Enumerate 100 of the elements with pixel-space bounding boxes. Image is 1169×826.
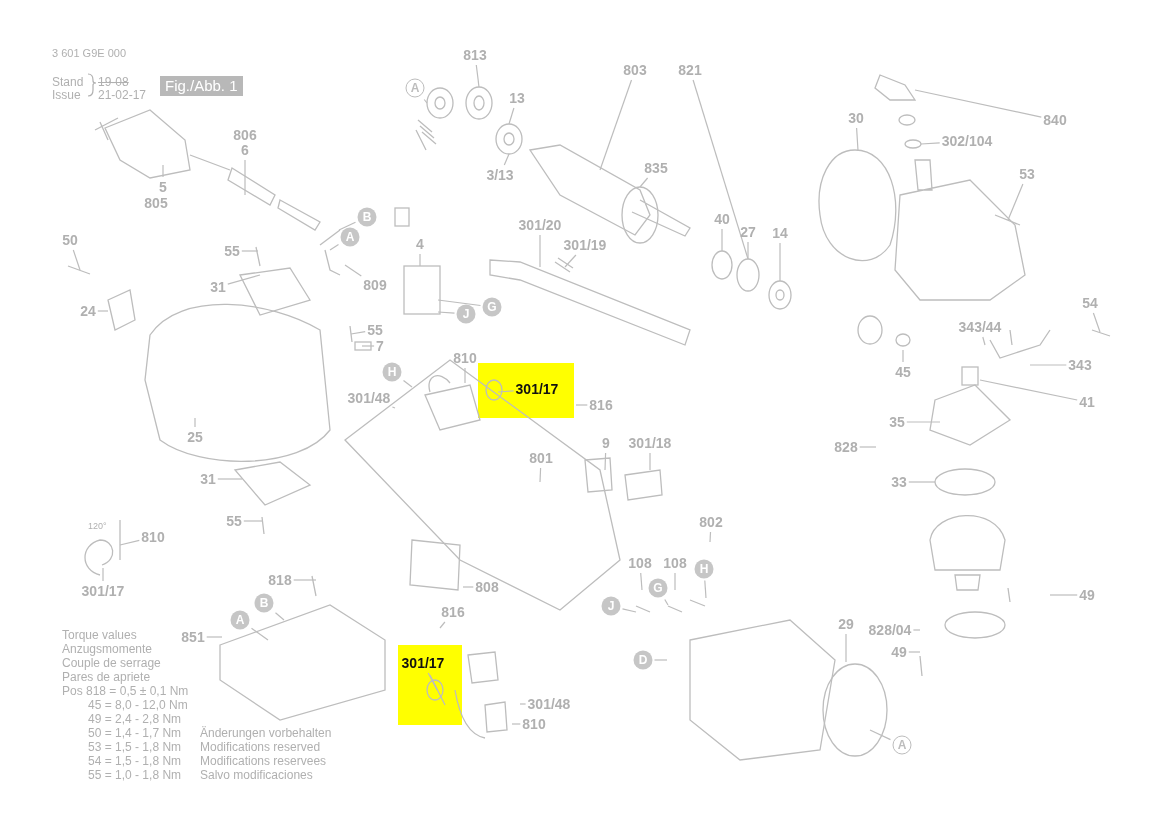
leader-line <box>241 250 259 252</box>
note-text: Torque values <box>62 628 137 642</box>
callout-number: 813 <box>463 47 487 63</box>
leader-line <box>274 612 285 621</box>
callout-number: 45 <box>895 364 911 380</box>
leader-line <box>912 629 921 631</box>
leader-line <box>102 567 104 582</box>
leader-line <box>908 481 936 483</box>
leader-line <box>437 299 482 307</box>
leader-line <box>402 380 413 388</box>
leader-line <box>1029 364 1067 366</box>
callout-number: 301/17 <box>81 583 125 599</box>
callout-number: 802 <box>699 514 723 530</box>
leader-line <box>350 331 366 335</box>
callout-number: 301/17 <box>401 655 445 671</box>
callout-number: 33 <box>891 474 907 490</box>
leader-line <box>721 228 723 252</box>
leader-line <box>391 406 396 409</box>
callout-number: 5 <box>159 179 167 195</box>
leader-line <box>621 608 637 613</box>
date-text: 19-08 <box>98 75 129 89</box>
leader-line <box>845 633 847 663</box>
leader-line <box>508 107 515 125</box>
callout-number: 810 <box>453 350 477 366</box>
callout-number: 55 <box>226 513 242 529</box>
leader-line <box>674 572 676 591</box>
leader-line <box>902 349 904 363</box>
callout-number: 828 <box>834 439 858 455</box>
leader-line <box>653 659 668 661</box>
callout-number: 810 <box>522 716 546 732</box>
callout-number: 301/19 <box>563 237 607 253</box>
leader-line <box>227 274 261 285</box>
leader-line <box>564 254 577 268</box>
callout-number: 24 <box>80 303 96 319</box>
leader-line <box>539 467 542 483</box>
callout-number: 49 <box>891 644 907 660</box>
leader-line <box>97 310 109 312</box>
leader-line <box>519 703 527 705</box>
leader-line <box>539 234 541 268</box>
callout-number: 31 <box>210 279 226 295</box>
callout-number: 27 <box>740 224 756 240</box>
leader-line <box>437 311 456 314</box>
leader-line <box>664 598 669 606</box>
callout-number: 9 <box>602 435 610 451</box>
leader-line <box>747 241 749 260</box>
leader-line <box>462 586 474 588</box>
leader-line <box>439 621 446 629</box>
note-text: Modifications reservees <box>200 754 327 768</box>
figure-tag: Fig./Abb. 1 <box>160 76 243 96</box>
callout-number: 25 <box>187 429 203 445</box>
callout-number: 55 <box>224 243 240 259</box>
leader-line <box>244 159 246 196</box>
note-text: 54 = 1,5 - 1,8 Nm <box>88 754 182 768</box>
callout-number: 31 <box>200 471 216 487</box>
leader-line <box>906 421 941 423</box>
leader-line <box>250 627 269 641</box>
note-text: 49 = 2,4 - 2,8 Nm <box>88 712 182 726</box>
leader-line <box>649 452 651 471</box>
leader-line <box>511 723 521 725</box>
callout-number: 14 <box>772 225 788 241</box>
leader-line <box>243 520 263 522</box>
callout-number: 835 <box>644 160 668 176</box>
leader-line <box>920 142 941 145</box>
leader-line <box>859 446 877 448</box>
leader-line <box>869 729 892 741</box>
callout-number: 6 <box>241 142 249 158</box>
leader-line <box>475 64 480 88</box>
callout-number: 54 <box>1082 295 1098 311</box>
callout-number: 108 <box>628 555 652 571</box>
callout-number: 108 <box>663 555 687 571</box>
leader-line <box>1049 594 1078 596</box>
note-text: Issue <box>52 88 81 102</box>
callout-number: 805 <box>144 195 168 211</box>
note-text: Stand <box>52 75 84 89</box>
leader-line <box>709 531 712 543</box>
callout-number: 803 <box>623 62 647 78</box>
leader-line <box>206 636 223 638</box>
callout-number: 816 <box>589 397 613 413</box>
callout-number: 29 <box>838 616 854 632</box>
callout-number: 3/13 <box>486 167 514 183</box>
leader-line <box>427 672 438 691</box>
callout-number: 302/104 <box>941 133 993 149</box>
note-text: 45 = 8,0 - 12,0 Nm <box>88 698 188 712</box>
callout-number: 808 <box>475 579 499 595</box>
part-number: 3 601 G9E 000 <box>52 46 126 60</box>
leader-line <box>1092 312 1101 333</box>
callout-number: 13 <box>509 90 525 106</box>
callout-number: 4 <box>416 236 424 252</box>
callout-number: 816 <box>441 604 465 620</box>
callout-number: 7 <box>376 338 384 354</box>
callout-number: 49 <box>1079 587 1095 603</box>
note-text: Änderungen vorbehalten <box>200 726 332 740</box>
leader-line <box>979 379 1078 401</box>
leader-line <box>914 89 1042 118</box>
note-text: 50 = 1,4 - 1,7 Nm <box>88 726 182 740</box>
leader-line <box>982 336 986 346</box>
leader-line <box>344 264 362 277</box>
leader-line <box>329 243 340 251</box>
leader-line <box>338 221 357 231</box>
leader-line <box>361 345 375 347</box>
